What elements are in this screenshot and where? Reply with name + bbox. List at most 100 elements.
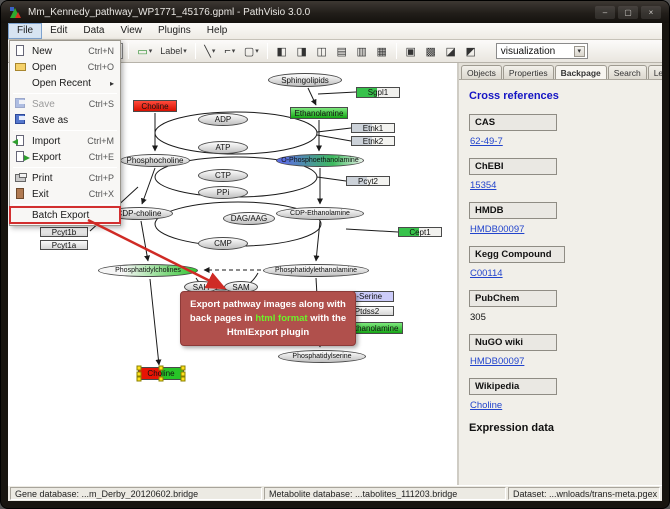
menu-data[interactable]: Data [83,25,105,36]
menu-item-export[interactable]: Export Ctrl+E [10,149,120,165]
chevron-down-icon[interactable]: ▾ [573,46,585,57]
pathway-node-cept1[interactable]: Cept1 [398,227,442,237]
selection-handle[interactable] [180,365,186,371]
ref-link[interactable]: Choline [470,400,503,411]
align-bottom-button[interactable]: ▦ [373,42,391,60]
pathway-node-cmp[interactable]: CMP [198,237,248,250]
cross-references-heading: Cross references [469,90,559,102]
node-label: Pcyt1b [51,227,77,237]
menu-item-new[interactable]: New Ctrl+N [10,43,120,59]
node-label: ATP [215,143,231,152]
selection-handle[interactable] [180,371,186,376]
pathway-node-cdp-ethanolamine[interactable]: CDP-Ethanolamine [276,207,364,220]
menu-item-save[interactable]: Save Ctrl+S [10,96,120,112]
node-label: Phosphocholine [126,156,184,165]
menu-view[interactable]: View [120,25,142,36]
close-button[interactable]: × [641,5,661,19]
shape-tool-button[interactable]: ▢▾ [241,42,262,60]
pathway-node-choline-top[interactable]: Choline [133,100,177,112]
align-top-button[interactable]: ▤ [333,42,351,60]
pathway-node-sgpl1[interactable]: Sgpl1 [356,87,400,98]
selection-handle[interactable] [136,371,142,376]
stack-button[interactable]: ▣ [402,42,420,60]
distribute-button[interactable]: ▩ [422,42,440,60]
pathway-node-pcyt1a[interactable]: Pcyt1a [40,240,88,250]
pathway-node-ppi[interactable]: PPi [198,186,248,199]
label-tool-button[interactable]: Label▾ [157,42,190,60]
print-icon [14,172,28,184]
menu-item-open-recent[interactable]: Open Recent ▸ [10,75,120,91]
minimize-button[interactable]: – [595,5,615,19]
menu-item-print[interactable]: Print Ctrl+P [10,170,120,186]
expression-data-heading: Expression data [469,422,554,434]
title-bar[interactable]: Mm_Kennedy_pathway_WP1771_45176.gpml - P… [1,1,669,23]
tab-objects[interactable]: Objects [461,65,502,79]
menu-item-shortcut: Ctrl+E [88,152,114,162]
ref-link[interactable]: HMDB00097 [470,356,525,367]
pathway-node-etnk2[interactable]: Etnk2 [351,136,395,146]
menu-item-batch-export[interactable]: Batch Export [9,206,121,224]
align-bottom-icon: ▦ [376,45,387,58]
node-label: CDP-Ethanolamine [290,210,350,217]
align-left-icon: ◧ [276,45,287,58]
selection-handle[interactable] [136,376,142,382]
selection-handle[interactable] [158,365,164,371]
blank-icon [14,209,28,221]
maximize-button[interactable]: ▢ [618,5,638,19]
menu-item-label: Save [32,98,55,110]
tab-search[interactable]: Search [607,65,647,79]
menu-item-import[interactable]: Import Ctrl+M [10,133,120,149]
toolbar-separator [395,43,397,59]
tab-legend[interactable]: Legend [647,65,662,79]
pathway-node-sphingolipids[interactable]: Sphingolipids [268,73,342,87]
pathway-node-choline-selected[interactable]: Choline [136,365,186,382]
window-controls: – ▢ × [595,5,661,19]
pathway-node-o-phosphoethanolamine[interactable]: O-Phosphoethanolamine [276,154,364,167]
menu-file[interactable]: File [8,23,43,39]
pathway-node-ethanolamine-top[interactable]: Ethanolamine [290,107,348,119]
ref-source-label: Kegg Compound [469,246,565,263]
pathway-node-phosphatidylethanolamine[interactable]: Phosphatidylethanolamine [263,264,369,277]
visualization-combobox[interactable]: visualization▾ [495,43,588,59]
node-label: CDP-choline [116,209,162,218]
align-center-button[interactable]: ◫ [313,42,331,60]
pathway-node-phosphatidylserine[interactable]: Phosphatidylserine [278,350,366,363]
datanode-tool-button[interactable]: ▭▾ [134,42,155,60]
pathway-node-dag-aag[interactable]: DAG/AAG [223,212,275,225]
chevron-down-icon: ▾ [183,48,187,55]
pathway-node-pcyt1b[interactable]: Pcyt1b [40,227,88,237]
menu-edit[interactable]: Edit [50,25,68,36]
menu-item-exit[interactable]: Exit Ctrl+X [10,186,120,202]
align-right-button[interactable]: ◨ [293,42,311,60]
menu-item-label: Open [32,61,57,73]
line-tool-button[interactable]: ╲▾ [201,42,219,60]
menu-item-save-as[interactable]: Save as [10,112,120,128]
node-label: Pcyt2 [357,176,378,186]
menu-item-label: Save as [32,114,69,126]
pathway-node-phosphocholine[interactable]: Phosphocholine [120,154,190,167]
bring-forward-button[interactable]: ◪ [442,42,460,60]
align-left-button[interactable]: ◧ [273,42,291,60]
pathway-node-etnk1[interactable]: Etnk1 [351,123,395,133]
ref-link[interactable]: 62-49-7 [470,136,503,147]
selection-handle[interactable] [158,376,164,382]
menu-plugins[interactable]: Plugins [157,25,191,36]
pathway-node-phosphatidylcholines[interactable]: Phosphatidylcholines [98,264,198,277]
ref-link[interactable]: C00114 [470,268,503,279]
align-middle-button[interactable]: ▥ [353,42,371,60]
send-backward-button[interactable]: ◩ [462,42,480,60]
pathway-node-ctp[interactable]: CTP [198,169,248,182]
ref-link[interactable]: HMDB00097 [470,224,525,235]
menu-item-open[interactable]: Open Ctrl+O [10,59,120,75]
pathway-node-adp[interactable]: ADP [198,113,248,126]
pathway-node-pcyt2[interactable]: Pcyt2 [346,176,390,186]
menu-help[interactable]: Help [206,25,228,36]
pathway-node-atp[interactable]: ATP [198,141,248,154]
tab-properties[interactable]: Properties [502,65,554,79]
connector-tool-button[interactable]: ⌐▾ [221,42,239,60]
tab-backpage[interactable]: Backpage [554,65,607,79]
selection-handle[interactable] [180,376,186,382]
menu-separator [13,204,117,205]
ref-link[interactable]: 15354 [470,180,497,191]
selection-handle[interactable] [136,365,142,371]
